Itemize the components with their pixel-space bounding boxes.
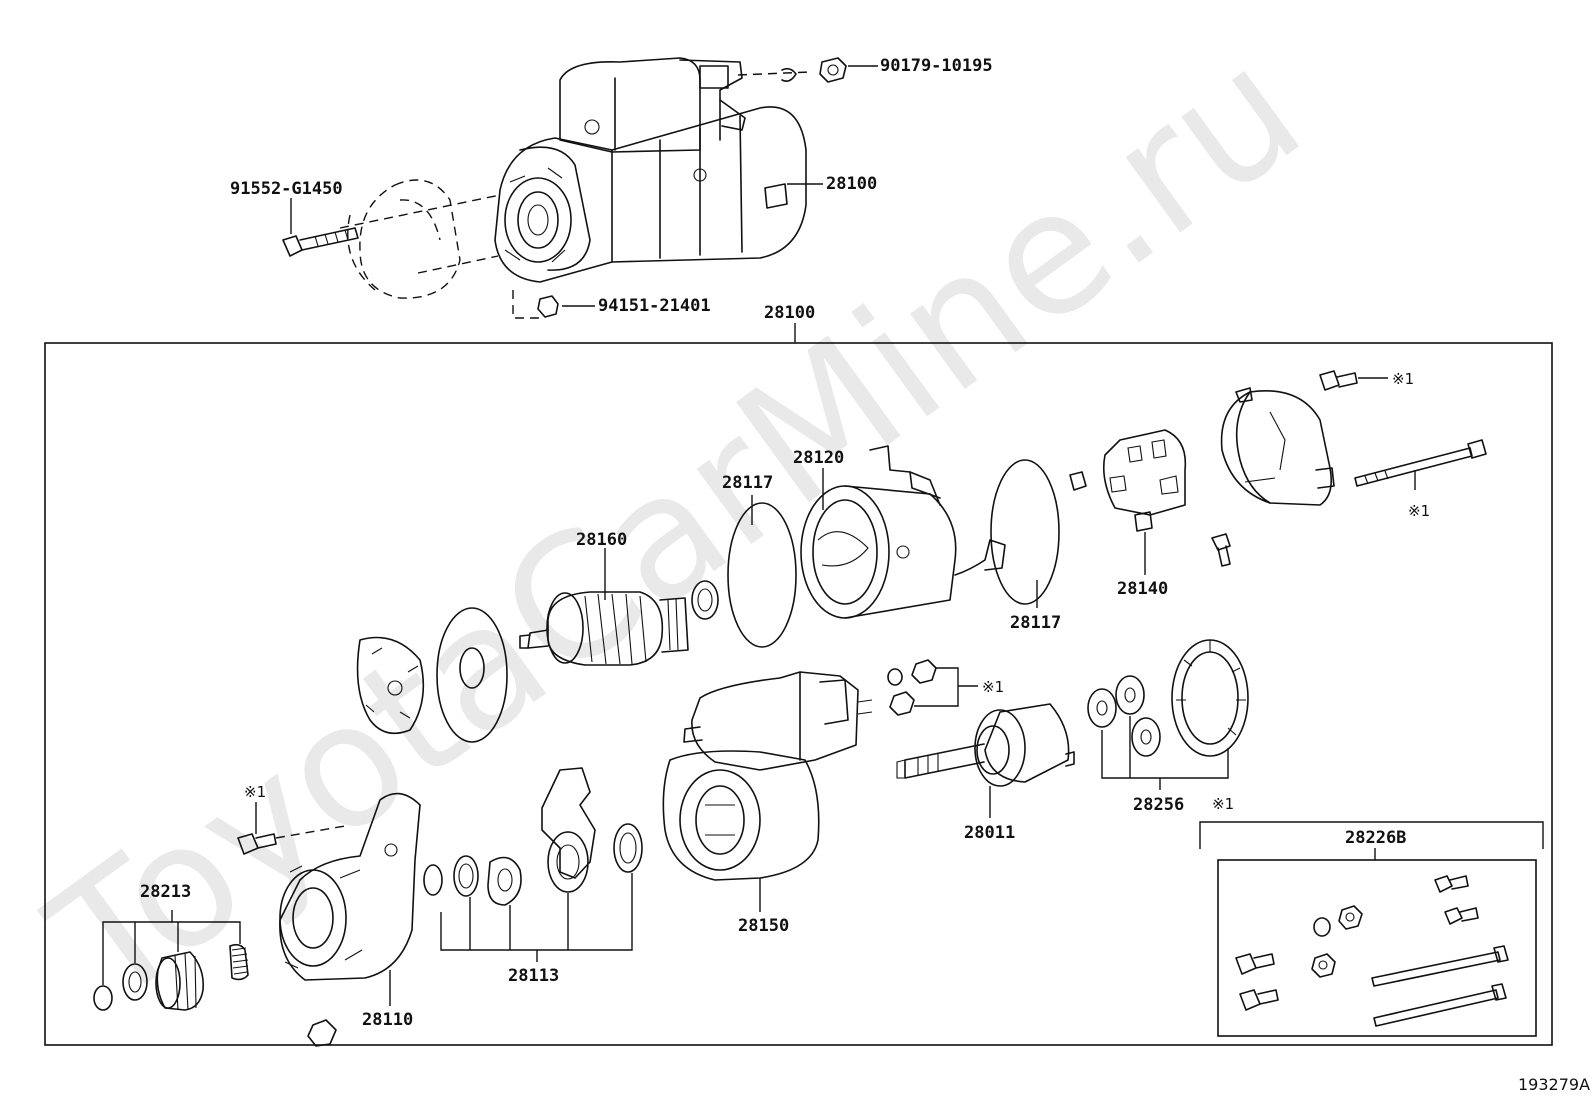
plate-28117-left xyxy=(727,495,797,648)
small-screw-cover xyxy=(1211,533,1231,567)
label-28117-left: 28117 xyxy=(722,473,773,493)
label-28110: 28110 xyxy=(362,1010,413,1030)
armature xyxy=(519,548,719,666)
brush-end-cover xyxy=(1220,387,1335,506)
housing-bolt xyxy=(237,802,346,855)
label-28226b: 28226B xyxy=(1345,828,1406,848)
small-screw-top xyxy=(1319,370,1388,391)
marker-housing-bolt: ※1 xyxy=(244,783,266,801)
label-28117-right: 28117 xyxy=(1010,613,1061,633)
front-housing xyxy=(279,792,421,1047)
yoke xyxy=(800,445,1006,619)
label-28100-top: 28100 xyxy=(826,174,877,194)
planetary-gears xyxy=(1087,639,1249,790)
through-bolt xyxy=(1354,439,1487,490)
label-28120: 28120 xyxy=(793,448,844,468)
starter-assembly-top xyxy=(282,57,878,319)
figure-id: 193279A xyxy=(1518,1075,1590,1094)
marker-small-nuts: ※1 xyxy=(982,678,1004,696)
plate-28117-right xyxy=(990,459,1060,608)
motor-housing xyxy=(662,671,873,912)
marker-kit: ※1 xyxy=(1212,795,1234,813)
marker-screw-top: ※1 xyxy=(1392,370,1414,388)
exploded-view-frame xyxy=(44,342,1553,1046)
label-28140: 28140 xyxy=(1117,579,1168,599)
label-28150: 28150 xyxy=(738,916,789,936)
label-28011: 28011 xyxy=(964,823,1015,843)
fiber-washer xyxy=(436,607,508,743)
dust-cover-plate xyxy=(356,636,425,735)
small-nuts xyxy=(887,659,978,716)
label-28160: 28160 xyxy=(576,530,627,550)
frame-title-28100: 28100 xyxy=(764,303,815,323)
label-28256: 28256 xyxy=(1133,795,1184,815)
lever-set xyxy=(423,767,643,962)
label-28113: 28113 xyxy=(508,966,559,986)
label-91552-g1450: 91552-G1450 xyxy=(230,179,343,199)
kit-28226b-frame xyxy=(1217,859,1537,1037)
watermark: ToyotaCarMine.ru xyxy=(17,10,1336,1044)
label-90179-10195: 90179-10195 xyxy=(880,56,993,76)
pinion-set xyxy=(93,910,249,1011)
brush-holder xyxy=(1069,429,1187,575)
label-28213: 28213 xyxy=(140,882,191,902)
label-94151-21401: 94151-21401 xyxy=(598,296,711,316)
marker-through-bolt: ※1 xyxy=(1408,502,1430,520)
kit-28226b-parts xyxy=(1235,875,1509,1027)
starter-clutch xyxy=(896,703,1075,818)
